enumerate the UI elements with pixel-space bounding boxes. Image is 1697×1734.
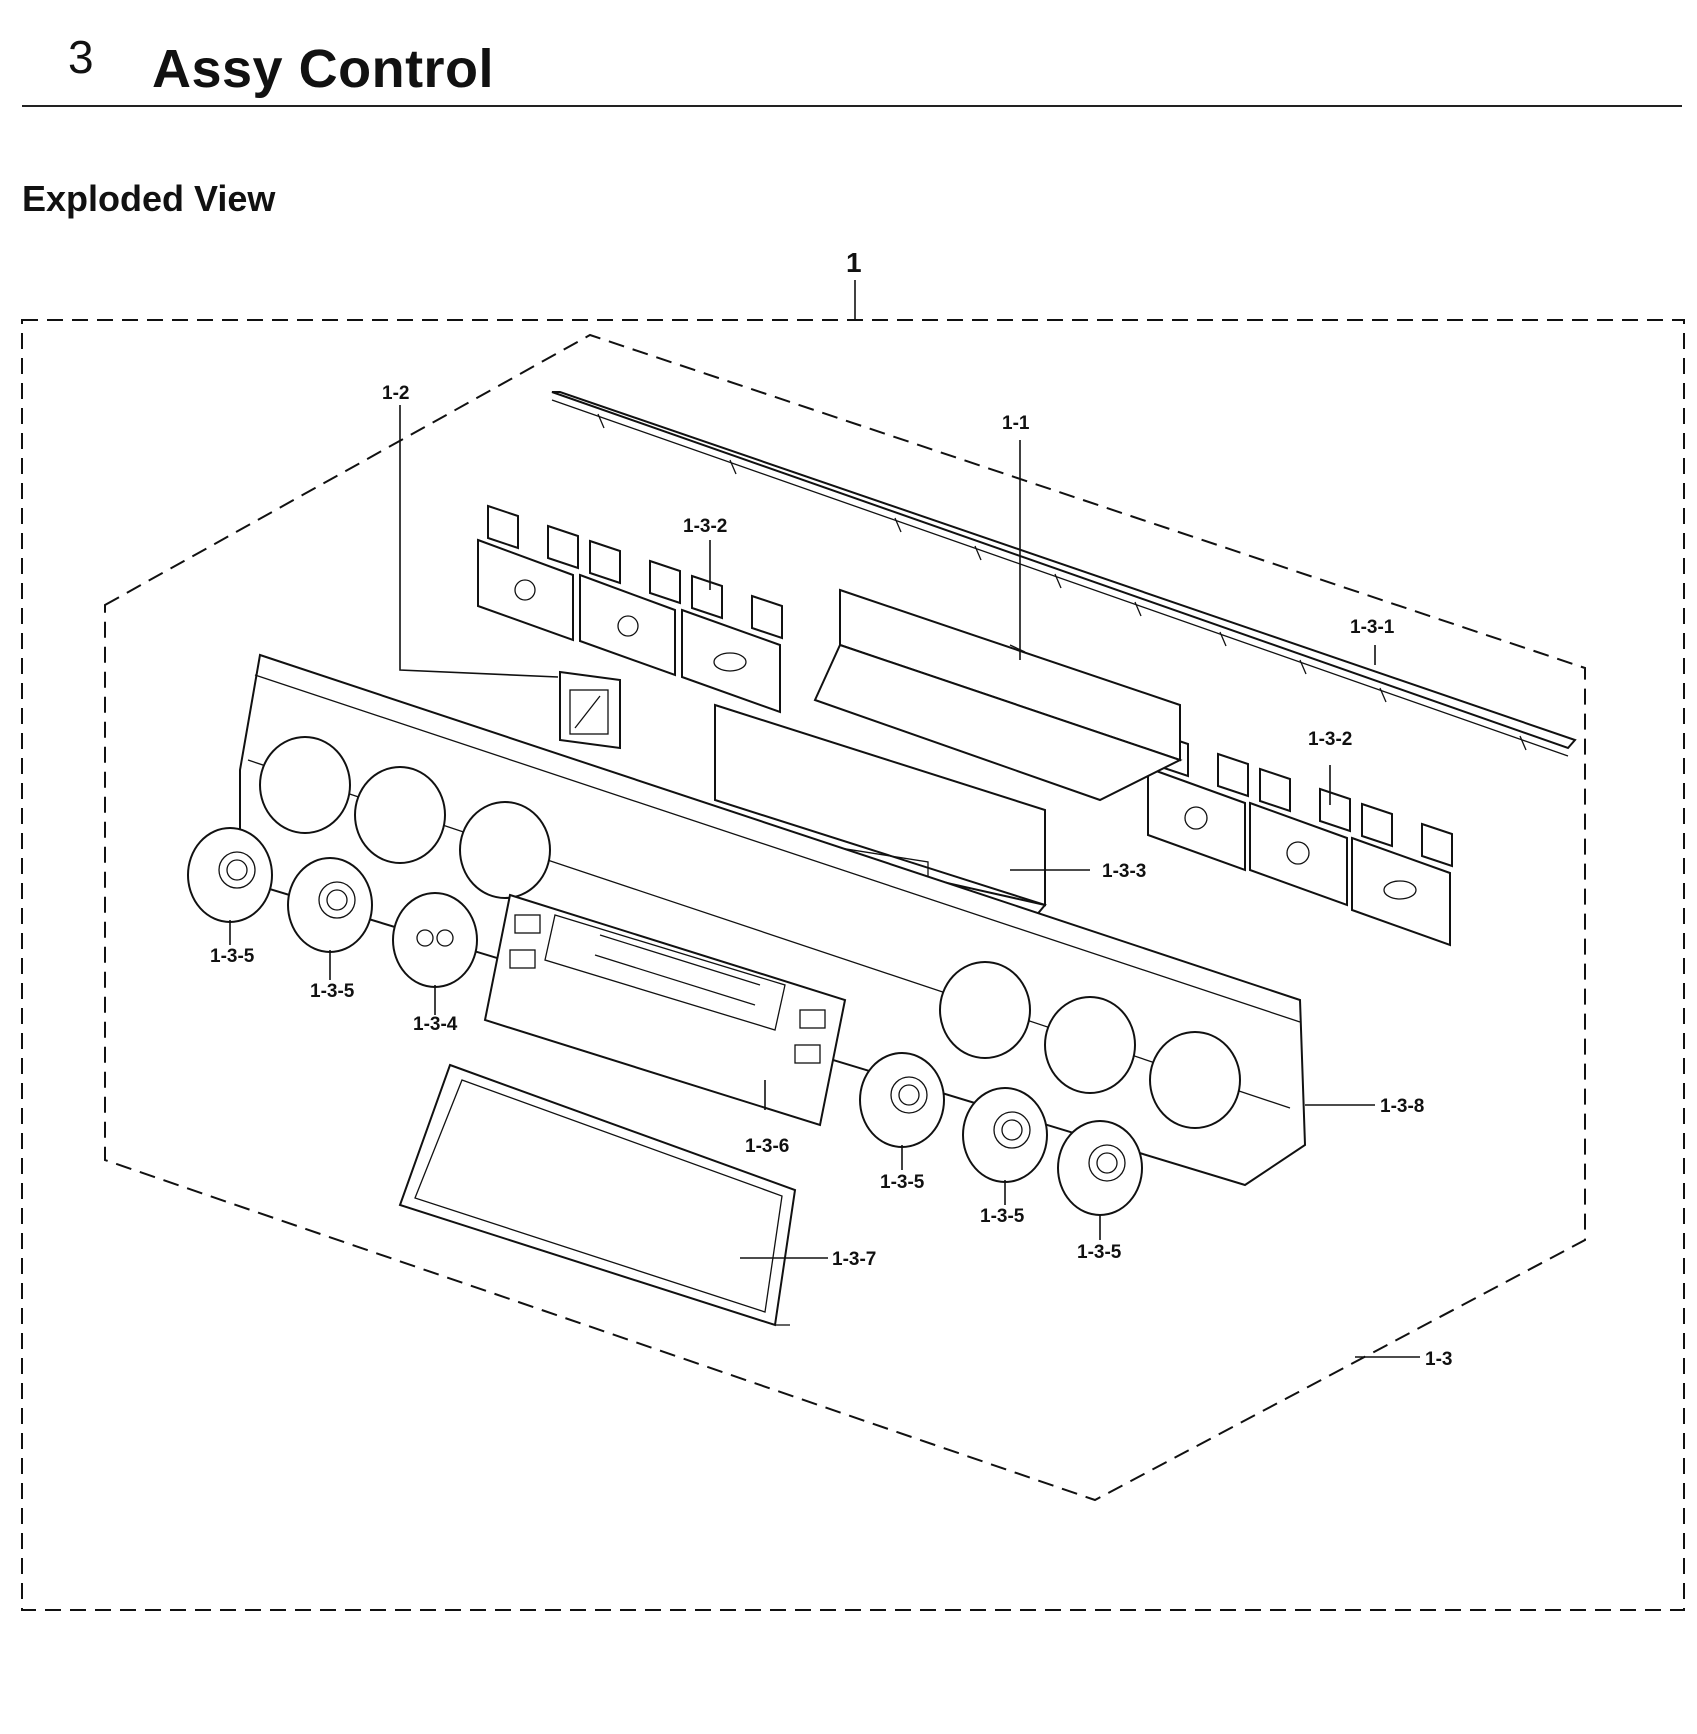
part-knob-5 bbox=[962, 1087, 1048, 1183]
callout-1-3-1: 1-3-1 bbox=[1350, 617, 1395, 638]
title-rule bbox=[22, 105, 1682, 107]
part-display-frame bbox=[398, 1063, 797, 1327]
callout-1-3-2-lower: 1-3-2 bbox=[1308, 729, 1352, 750]
callout-1-3-5-c: 1-3-5 bbox=[880, 1172, 925, 1193]
exploded-view-heading: Exploded View bbox=[22, 178, 276, 219]
part-small-module bbox=[559, 670, 621, 750]
callout-1-3-5-a: 1-3-5 bbox=[210, 946, 255, 967]
part-knob-3 bbox=[392, 892, 478, 988]
section-title: Assy Control bbox=[152, 39, 495, 99]
callout-1-3-8: 1-3-8 bbox=[1380, 1096, 1424, 1117]
callout-1: 1 bbox=[846, 247, 862, 278]
callout-1-1: 1-1 bbox=[1002, 413, 1030, 434]
callout-1-3-5-d: 1-3-5 bbox=[980, 1206, 1025, 1227]
part-control-panel-housing bbox=[239, 653, 1307, 1187]
callout-1-3-4: 1-3-4 bbox=[413, 1014, 458, 1035]
part-display-panel bbox=[483, 893, 847, 1127]
part-main-pcb bbox=[813, 588, 1183, 802]
part-knob-6 bbox=[1057, 1120, 1143, 1216]
part-knob-4 bbox=[859, 1052, 945, 1148]
part-knob-2 bbox=[287, 857, 373, 953]
callout-1-3: 1-3 bbox=[1425, 1349, 1452, 1370]
callout-1-3-5-b: 1-3-5 bbox=[310, 981, 355, 1002]
callout-1-3-7: 1-3-7 bbox=[832, 1249, 876, 1270]
callout-1-2: 1-2 bbox=[382, 383, 409, 404]
callout-1-3-6: 1-3-6 bbox=[745, 1136, 789, 1157]
callout-1-3-5-e: 1-3-5 bbox=[1077, 1242, 1122, 1263]
leader-lines bbox=[229, 405, 1420, 1358]
part-bracket-group-right bbox=[1147, 732, 1453, 947]
part-knob-1 bbox=[187, 827, 273, 923]
part-top-rail bbox=[551, 391, 1577, 757]
assembly-boundary-1 bbox=[21, 319, 1685, 1611]
callout-1-3-2-upper: 1-3-2 bbox=[683, 516, 727, 537]
callout-1-3-3: 1-3-3 bbox=[1102, 861, 1146, 882]
assembly-boundary-1-3 bbox=[104, 333, 1586, 1502]
section-number: 3 bbox=[68, 31, 94, 83]
part-bracket-group-left bbox=[477, 504, 783, 714]
